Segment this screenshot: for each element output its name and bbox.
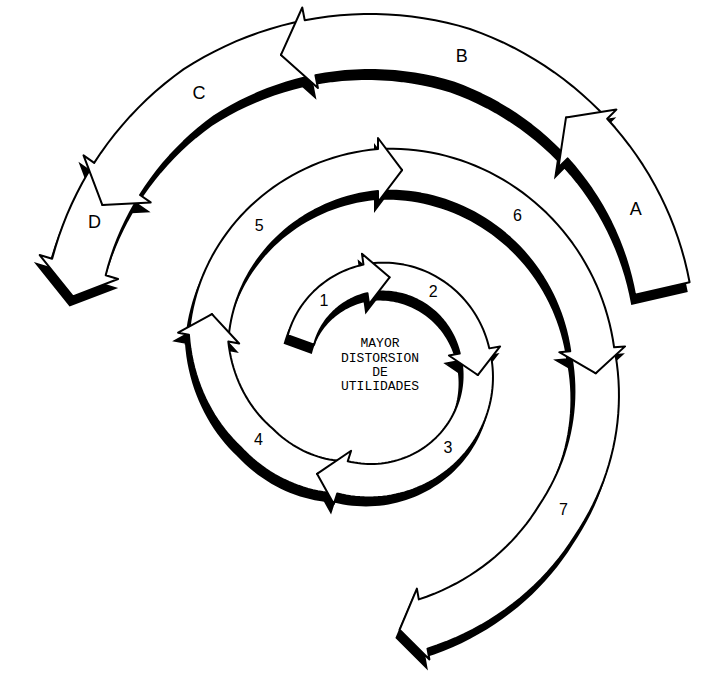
- arrow-segment: [288, 254, 390, 345]
- segment-letter: D: [88, 213, 101, 231]
- segment-number: 4: [254, 432, 263, 448]
- segment-letter: A: [630, 200, 642, 218]
- segment-number: 3: [443, 440, 452, 456]
- center-text: MAYOR DISTORSION DE UTILIDADES: [336, 337, 424, 394]
- arrow-segment: [400, 347, 619, 659]
- segment-number: 1: [319, 293, 328, 309]
- segment-letter: C: [192, 84, 205, 102]
- arrow-segment: [378, 149, 625, 374]
- arrow-segment: [178, 314, 348, 493]
- segment-number: 6: [513, 208, 522, 224]
- segment-letter: B: [456, 47, 468, 65]
- arrow-segment: [317, 348, 493, 504]
- segment-number: 2: [429, 284, 438, 300]
- segment-number: 5: [255, 218, 264, 234]
- arrow-segment: [84, 20, 316, 205]
- arrow-segment: [189, 138, 402, 342]
- segment-number: 7: [559, 502, 568, 518]
- arrow-segment: [281, 8, 607, 159]
